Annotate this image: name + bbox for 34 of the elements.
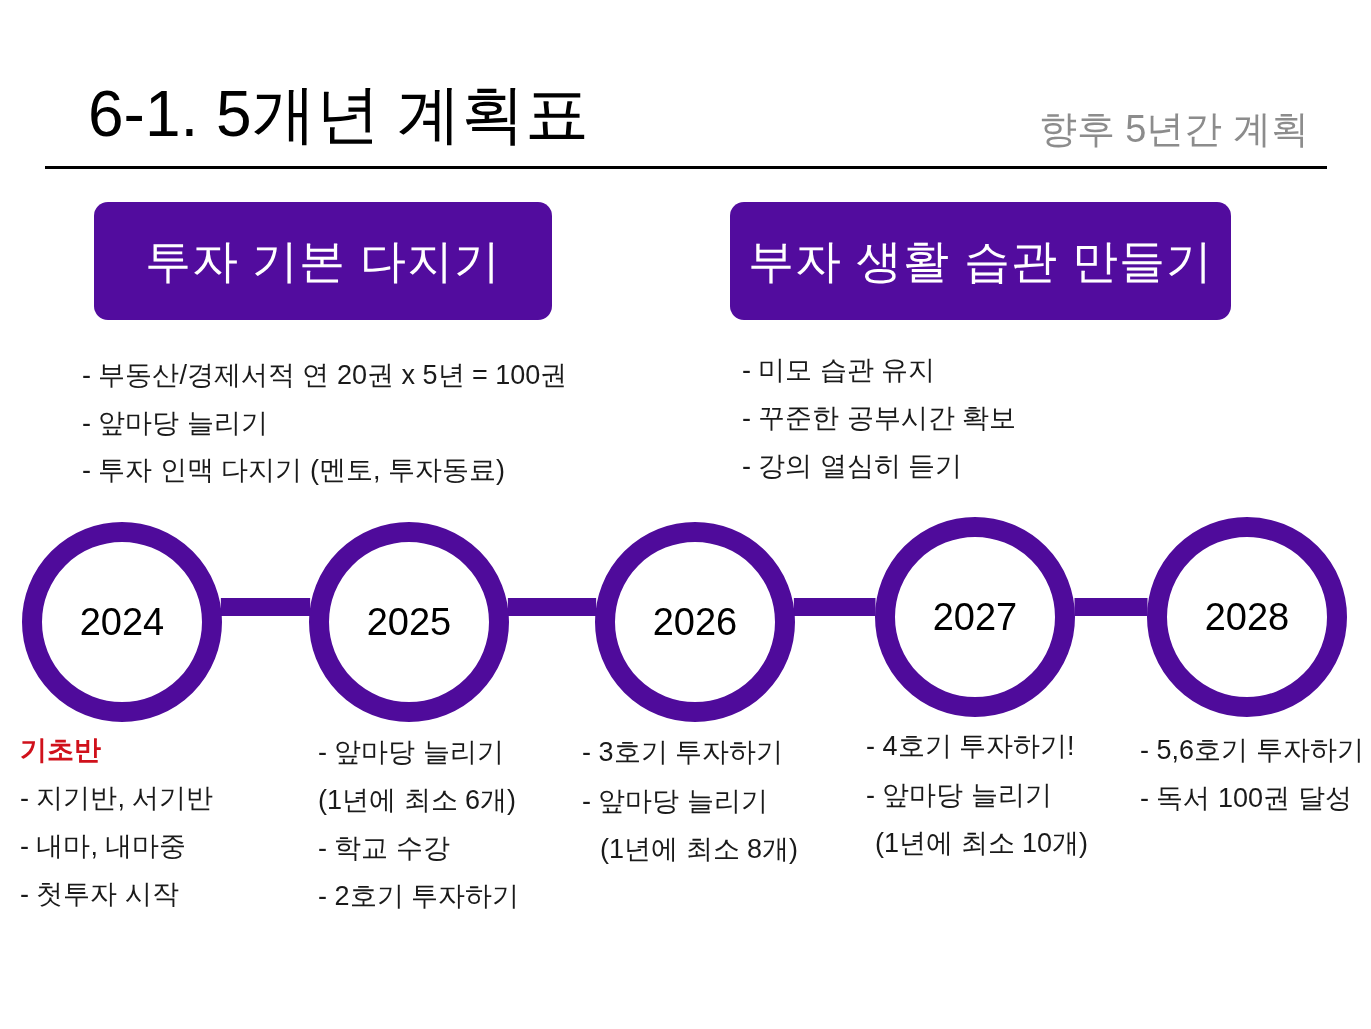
plan-item: - 부동산/경제서적 연 20권 x 5년 = 100권 (82, 360, 568, 390)
plan-item: (1년에 최소 10개) (875, 828, 1089, 858)
plan-item: - 꾸준한 공부시간 확보 (742, 403, 1017, 433)
plan-item: - 2호기 투자하기 (318, 881, 519, 911)
plan-heading: 기초반 (20, 735, 101, 765)
plan-item: (1년에 최소 8개) (600, 834, 799, 864)
plan-item: - 앞마당 늘리기 (82, 407, 268, 438)
plan-item: - 앞마당 늘리기 (318, 737, 504, 767)
goal-banner (730, 202, 1231, 320)
goal-title: 투자 기본 다지기 (144, 238, 502, 284)
plan-item: - 미모 습관 유지 (742, 355, 936, 385)
year-label: 2024 (79, 603, 165, 641)
goal-title: 부자 생활 습관 만들기 (748, 238, 1213, 284)
plan-item: - 내마, 내마중 (20, 831, 187, 861)
plan-item: - 지기반, 서기반 (20, 783, 214, 813)
goal-banner (94, 202, 552, 320)
plan-item: - 학교 수강 (318, 833, 450, 863)
connector-bar (1074, 598, 1148, 616)
plan-item: - 앞마당 늘리기 (582, 785, 768, 816)
plan-item: - 강의 열심히 듣기 (742, 451, 963, 481)
plan-item: - 3호기 투자하기 (582, 737, 783, 767)
page-title: 6-1. 5개년 계획표 (88, 82, 590, 146)
plan-item: - 투자 인맥 다지기 (멘토, 투자동료) (82, 455, 505, 485)
page-subtitle: 향후 5년간 계획 (1038, 110, 1309, 148)
year-label: 2025 (366, 603, 452, 641)
year-label: 2026 (652, 603, 738, 641)
year-label: 2028 (1204, 598, 1290, 636)
year-label: 2027 (932, 598, 1018, 636)
plan-item: (1년에 최소 6개) (318, 785, 517, 815)
plan-item: - 첫투자 시작 (20, 879, 179, 909)
plan-item: - 독서 100권 달성 (1140, 783, 1352, 813)
plan-item: - 앞마당 늘리기 (866, 779, 1052, 810)
plan-item: - 4호기 투자하기! (866, 731, 1075, 761)
plan-item: - 5,6호기 투자하기 (1140, 735, 1364, 765)
